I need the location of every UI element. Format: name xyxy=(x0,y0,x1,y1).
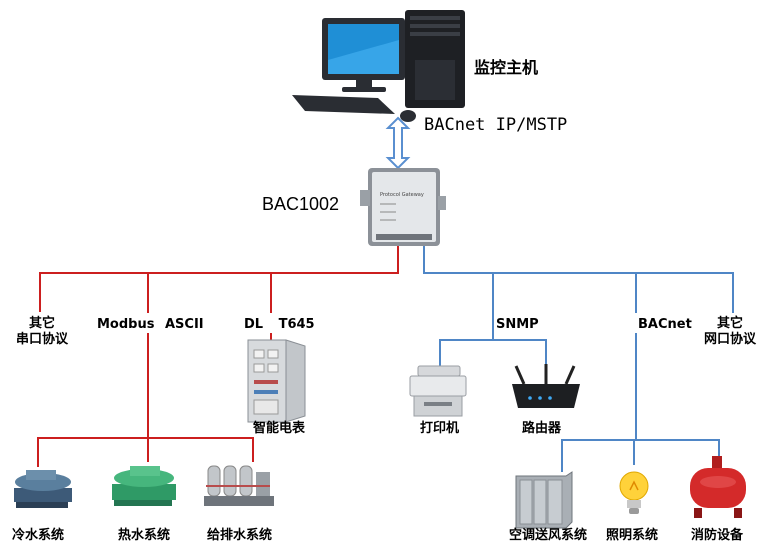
gateway-label: BAC1002 xyxy=(262,194,340,214)
fire-tank-icon xyxy=(690,456,746,518)
bacnet-label: BACnet xyxy=(638,317,692,332)
serial-bus xyxy=(37,246,399,467)
bidirectional-arrow xyxy=(385,116,411,170)
lighting-label: 照明系统 xyxy=(606,528,659,543)
serial-protocol-label: 其它 串口协议 xyxy=(15,316,68,347)
host-label: 监控主机 xyxy=(474,58,539,77)
meter-cabinet-icon xyxy=(247,339,306,423)
chiller-icon xyxy=(14,470,72,508)
protocol-top-label: BACnet IP/MSTP xyxy=(424,115,568,135)
chiller-label: 冷水系统 xyxy=(12,528,65,543)
hvac-unit-icon xyxy=(515,471,573,529)
printer-icon xyxy=(409,365,467,417)
gateway-panel-text: Protocol Gateway xyxy=(380,192,424,198)
heater-icon xyxy=(112,466,176,506)
computer-icon xyxy=(292,10,465,122)
water-pump-icon xyxy=(204,465,274,506)
meter-label: 智能电表 xyxy=(253,421,306,436)
dl-t645-label: DL T645 xyxy=(244,317,315,332)
heater-label: 热水系统 xyxy=(118,528,171,543)
light-bulb-icon xyxy=(619,471,649,514)
network-bus xyxy=(423,246,734,472)
fire-label: 消防设备 xyxy=(691,528,744,543)
router-icon xyxy=(512,364,580,408)
gateway-device-icon xyxy=(360,168,446,246)
hvac-label: 空调送风系统 xyxy=(509,528,588,543)
printer-label: 打印机 xyxy=(420,421,460,436)
water-label: 给排水系统 xyxy=(207,528,273,543)
snmp-label: SNMP xyxy=(496,317,539,332)
modbus-label: Modbus ASCII xyxy=(97,317,204,332)
other-network-label: 其它 网口协议 xyxy=(703,316,756,347)
router-label: 路由器 xyxy=(522,421,562,436)
